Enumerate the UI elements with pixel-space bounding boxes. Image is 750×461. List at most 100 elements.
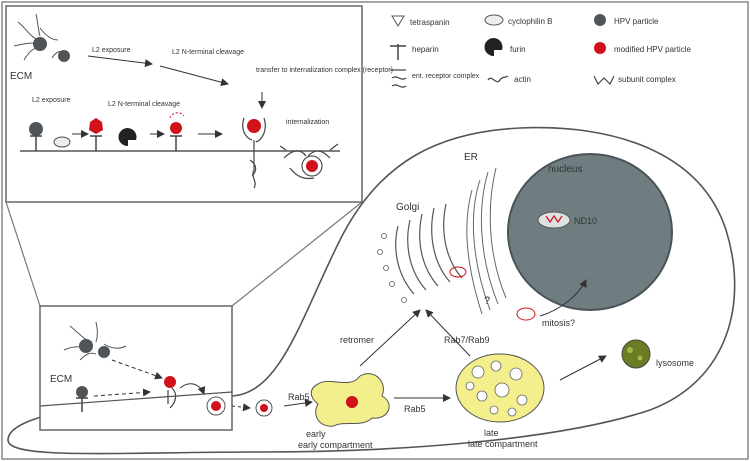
lower-ecm-label: ECM bbox=[50, 374, 72, 385]
receptor-complex-icon bbox=[390, 69, 407, 88]
early-compartment-label: early compartment bbox=[298, 440, 373, 450]
lysosome-label: lysosome bbox=[656, 358, 694, 368]
nucleus-label: nucleus bbox=[548, 164, 582, 175]
arrow bbox=[179, 383, 206, 395]
nd10-body bbox=[537, 211, 571, 229]
legend-modified-particle: modified HPV particle bbox=[614, 45, 691, 54]
er-cargo bbox=[516, 307, 536, 321]
receptor-complex-icon bbox=[167, 387, 177, 409]
rab5-label: Rab5 bbox=[288, 392, 310, 402]
inset-ecm-label: ECM bbox=[10, 71, 32, 82]
cyclophilin-b-icon bbox=[484, 14, 504, 26]
rab7-rab9-label: Rab7/Rab9 bbox=[444, 335, 490, 345]
subunit-complex-icon bbox=[545, 214, 563, 224]
zoom-line-right bbox=[231, 201, 363, 307]
heparin-receptor-icon bbox=[90, 135, 102, 151]
inset-panel: ECM L2 exposure L2 N-terminal cleavage t… bbox=[5, 5, 393, 203]
modified-particle-icon bbox=[594, 42, 606, 54]
legend-hpv-particle: HPV particle bbox=[614, 17, 659, 26]
hpv-particle-icon bbox=[79, 339, 93, 353]
l2-cleavage-top-label: L2 N-terminal cleavage bbox=[172, 49, 244, 56]
er-membranes bbox=[466, 167, 507, 315]
early-compartment-label-1: early bbox=[306, 429, 326, 439]
modified-particle-icon bbox=[346, 396, 358, 408]
rab5-label-b: Rab5 bbox=[404, 404, 426, 414]
arrow bbox=[87, 55, 153, 68]
mitosis-label: mitosis? bbox=[542, 318, 575, 328]
legend-furin: furin bbox=[510, 45, 526, 54]
late-compartment-vesicles bbox=[465, 360, 528, 417]
arrow bbox=[159, 65, 229, 87]
arrow bbox=[559, 355, 607, 381]
legend-heparin: heparin bbox=[412, 45, 439, 54]
l2-cleavage-mid-label: L2 N-terminal cleavage bbox=[108, 101, 180, 108]
internalization-label: internalization bbox=[286, 119, 329, 126]
dashed-outline bbox=[169, 112, 185, 119]
actin-icon bbox=[487, 75, 509, 83]
arrow bbox=[111, 359, 163, 380]
late-label-1: late bbox=[484, 428, 499, 438]
lysosome-dot bbox=[627, 347, 633, 353]
l2-exposure-top-label: L2 exposure bbox=[92, 47, 131, 54]
legend-receptor-complex: ent. receptor complex bbox=[412, 73, 480, 80]
golgi-cargo bbox=[449, 266, 467, 278]
cyclophilin-b-icon bbox=[53, 136, 71, 148]
tetraspanin-icon bbox=[391, 15, 405, 27]
hpv-particle-icon bbox=[58, 50, 70, 62]
furin-icon bbox=[118, 128, 137, 147]
heparin-icon bbox=[390, 44, 406, 60]
heparin-receptor-icon bbox=[170, 135, 182, 151]
cell-outline bbox=[7, 126, 736, 455]
modified-particle-icon bbox=[164, 376, 176, 388]
modified-particle-icon bbox=[306, 160, 318, 172]
subunit-complex-icon bbox=[593, 75, 615, 86]
legend-subunit-complex: subunit complex bbox=[618, 75, 676, 84]
lower-ecm-cluster bbox=[63, 321, 127, 361]
arrow bbox=[539, 279, 587, 317]
transfer-label: transfer to internalization complex (rec… bbox=[256, 67, 393, 74]
arrow bbox=[93, 388, 151, 397]
actin-icon bbox=[279, 143, 339, 180]
furin-icon bbox=[484, 38, 503, 57]
modified-particle-icon bbox=[247, 119, 261, 133]
l2-exposure-left-label: L2 exposure bbox=[32, 97, 71, 104]
nucleus bbox=[507, 153, 673, 311]
vesicle-icon bbox=[206, 396, 226, 416]
legend: tetraspanin cyclophilin B HPV particle h… bbox=[390, 14, 691, 88]
zoom-line-left bbox=[5, 201, 41, 307]
nd10-label: ND10 bbox=[574, 216, 597, 226]
lysosome-dot bbox=[637, 355, 643, 361]
vesicle-icon bbox=[255, 399, 273, 417]
arrow bbox=[231, 403, 251, 412]
receptor-complex-icon bbox=[242, 117, 266, 189]
hpv-particle-icon bbox=[594, 14, 606, 26]
er-label: ER bbox=[464, 152, 478, 163]
golgi-label: Golgi bbox=[396, 202, 419, 213]
ecm-hpv-cluster bbox=[13, 13, 67, 61]
modified-particle-icon bbox=[89, 118, 103, 134]
hpv-particle-icon bbox=[33, 37, 47, 51]
golgi-vesicles bbox=[377, 233, 407, 303]
question-mark: ? bbox=[484, 295, 490, 307]
hpv-particle-icon bbox=[98, 346, 110, 358]
arrow bbox=[359, 309, 421, 367]
late-compartment-label: late compartment bbox=[468, 439, 538, 449]
hpv-particle-icon bbox=[29, 122, 43, 136]
arrow bbox=[283, 399, 313, 407]
arrow bbox=[425, 309, 471, 357]
legend-cyclophilin-b: cyclophilin B bbox=[508, 17, 552, 26]
lysosome bbox=[621, 339, 651, 369]
lower-inset-box bbox=[39, 305, 233, 431]
golgi-stacks bbox=[395, 203, 463, 295]
legend-actin: actin bbox=[514, 75, 531, 84]
legend-tetraspanin: tetraspanin bbox=[410, 18, 450, 27]
modified-particle-icon bbox=[211, 401, 221, 411]
modified-particle-icon bbox=[170, 122, 182, 134]
modified-particle-icon bbox=[260, 404, 268, 412]
vesicle-icon bbox=[301, 155, 323, 177]
retromer-label: retromer bbox=[340, 335, 374, 345]
hpv-particle-icon bbox=[76, 386, 88, 398]
